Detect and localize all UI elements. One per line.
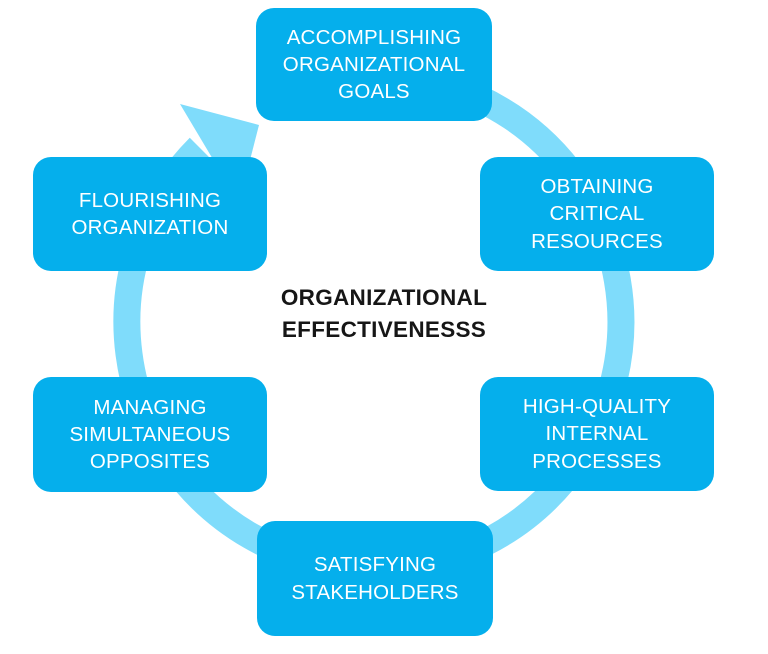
node-obtaining-critical-resources[interactable]: OBTAINING CRITICAL RESOURCES [480, 157, 714, 271]
node-label: FLOURISHING ORGANIZATION [71, 188, 229, 239]
center-title-line-1: ORGANIZATIONAL [280, 285, 488, 310]
node-label: ACCOMPLISHING ORGANIZATIONAL GOALS [282, 25, 466, 104]
node-label: SATISFYING STAKEHOLDERS [291, 553, 459, 604]
node-flourishing-organization[interactable]: FLOURISHING ORGANIZATION [33, 157, 267, 271]
center-title-line-2: EFFECTIVENESSS [281, 316, 487, 342]
node-managing-simultaneous-opposites[interactable]: MANAGING SIMULTANEOUS OPPOSITES [33, 377, 267, 492]
node-label: HIGH-QUALITY INTERNAL PROCESSES [522, 395, 672, 473]
node-label: OBTAINING CRITICAL RESOURCES [531, 175, 663, 253]
diagram-center-title: ORGANIZATIONAL EFFECTIVENESSS [204, 282, 564, 346]
node-accomplishing-organizational-goals[interactable]: ACCOMPLISHING ORGANIZATIONAL GOALS [256, 8, 492, 121]
node-label: MANAGING SIMULTANEOUS OPPOSITES [69, 395, 231, 474]
node-high-quality-internal-processes[interactable]: HIGH-QUALITY INTERNAL PROCESSES [480, 377, 714, 491]
node-satisfying-stakeholders[interactable]: SATISFYING STAKEHOLDERS [257, 521, 493, 636]
